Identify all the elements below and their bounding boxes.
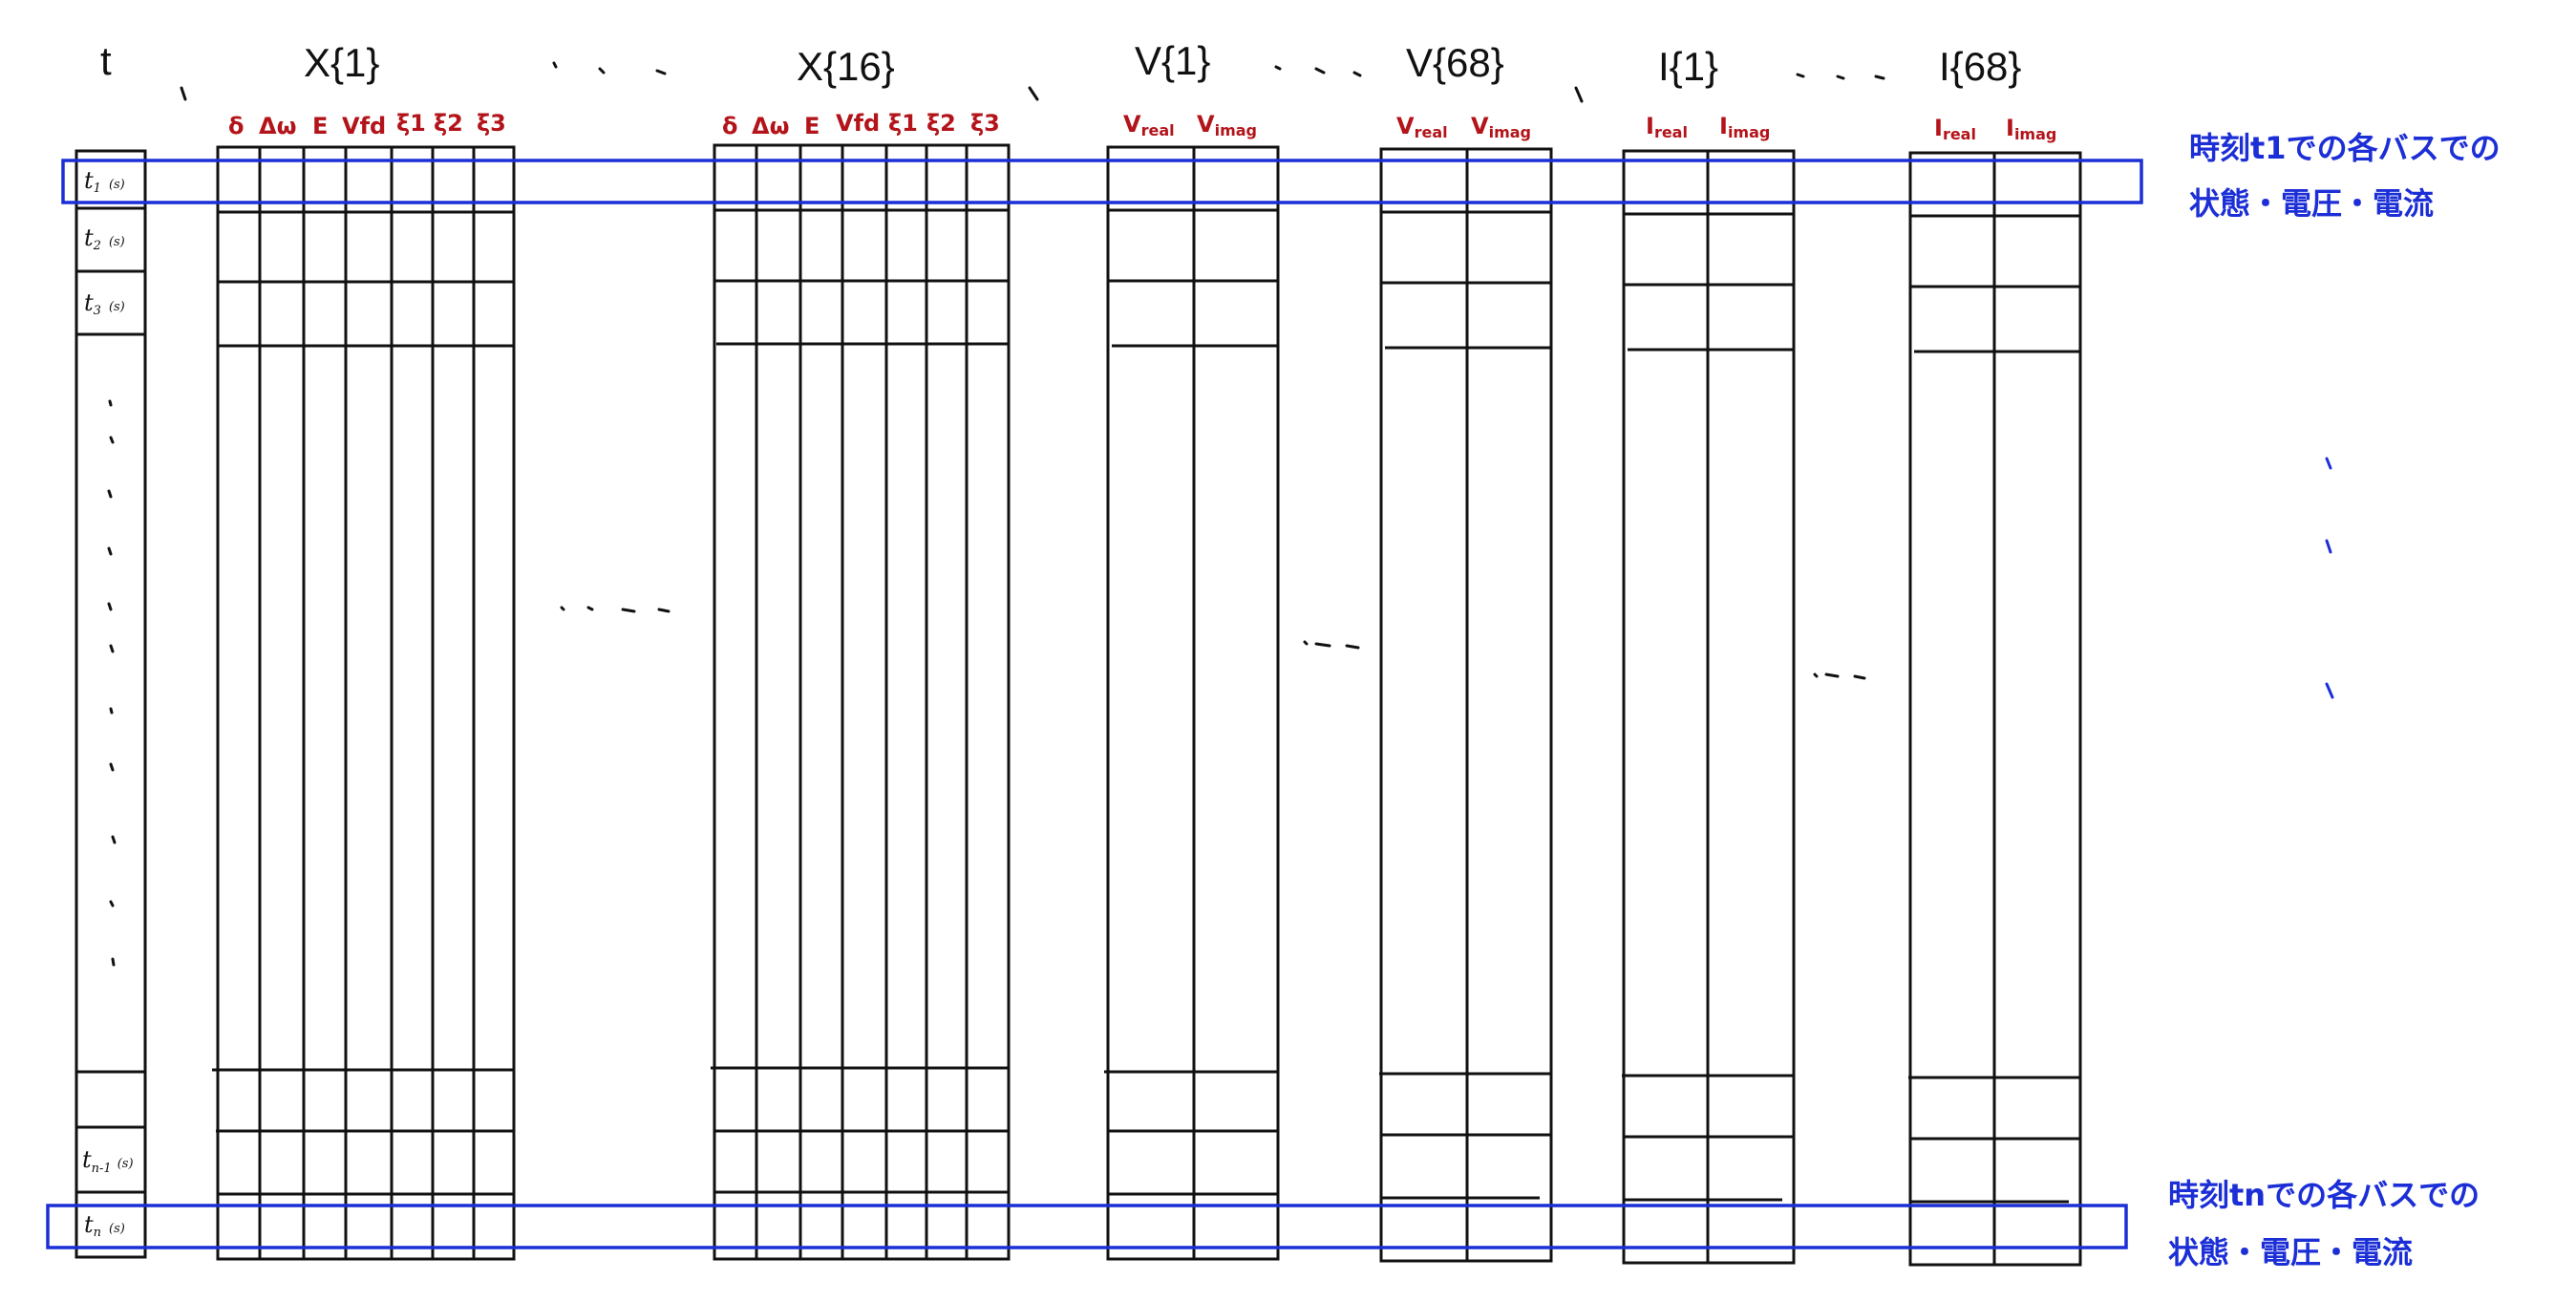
i68-real-label: Ireal <box>1934 115 1976 143</box>
header-t: t <box>100 38 112 83</box>
v-ellipsis <box>1303 640 1360 650</box>
table-i1 <box>1622 149 1796 1265</box>
time-label-t2: t2(s) <box>84 224 125 253</box>
time-label-t3: t3(s) <box>84 289 125 318</box>
x1-label-e: E <box>312 113 328 139</box>
x16-state-labels: δ Δω E Vfd ξ1 ξ2 ξ3 <box>722 110 1000 139</box>
x16-label-domega: Δω <box>752 113 789 139</box>
x16-label-vfd: Vfd <box>836 110 880 137</box>
i68-labels: Ireal Iimag <box>1934 115 2056 143</box>
header-separators <box>180 61 1885 103</box>
table-v1 <box>1104 145 1280 1261</box>
annotation-top-line1: 時刻t1での各バスでの <box>2189 130 2501 166</box>
time-ellipsis-dots <box>107 399 117 967</box>
v68-imag-label: Vimag <box>1471 113 1531 141</box>
i1-imag-label: Iimag <box>1719 113 1770 141</box>
v68-labels: Vreal Vimag <box>1396 113 1531 141</box>
header-x16: X{16} <box>797 44 895 89</box>
time-column <box>75 149 147 1259</box>
table-x16 <box>711 143 1011 1261</box>
x1-state-labels: δ Δω E Vfd ξ1 ξ2 ξ3 <box>228 110 506 139</box>
i1-labels: Ireal Iimag <box>1646 113 1770 141</box>
time-label-tn: tn(s) <box>84 1211 125 1240</box>
x1-label-domega: Δω <box>259 113 296 139</box>
x1-label-xi2: ξ2 <box>434 110 463 137</box>
v1-labels: Vreal Vimag <box>1123 111 1257 139</box>
header-i1: I{1} <box>1658 44 1718 89</box>
v1-imag-label: Vimag <box>1197 111 1257 139</box>
annotation-bottom-line2: 状態・電圧・電流 <box>2168 1234 2413 1270</box>
right-ellipsis-dots <box>2325 457 2334 699</box>
table-v68 <box>1379 147 1553 1263</box>
x1-label-vfd: Vfd <box>342 113 386 139</box>
x1-label-xi1: ξ1 <box>396 110 426 137</box>
i-ellipsis <box>1813 672 1866 680</box>
table-i68 <box>1908 151 2082 1267</box>
i1-real-label: Ireal <box>1646 113 1688 141</box>
header-v68: V{68} <box>1406 40 1504 85</box>
time-label-t1: t1(s) <box>84 167 125 196</box>
i68-imag-label: Iimag <box>2006 115 2056 143</box>
highlight-row-t1 <box>61 159 2143 204</box>
header-v1: V{1} <box>1135 38 1210 83</box>
annotation-bottom-line1: 時刻tnでの各バスでの <box>2168 1177 2480 1213</box>
highlight-row-tn <box>46 1204 2128 1249</box>
x16-label-xi2: ξ2 <box>926 110 956 137</box>
v1-real-label: Vreal <box>1123 111 1175 139</box>
header-x1: X{1} <box>304 40 379 85</box>
x16-label-xi3: ξ3 <box>970 110 1000 137</box>
x-ellipsis <box>560 606 671 613</box>
x1-label-xi3: ξ3 <box>477 110 506 137</box>
x16-label-delta: δ <box>722 113 738 139</box>
header-i68: I{68} <box>1939 44 2021 89</box>
table-x1 <box>212 145 516 1261</box>
v68-real-label: Vreal <box>1396 113 1448 141</box>
x16-label-xi1: ξ1 <box>888 110 918 137</box>
x1-label-delta: δ <box>228 113 245 139</box>
annotation-top-line2: 状態・電圧・電流 <box>2189 185 2434 222</box>
time-label-tn1: tn-1(s) <box>82 1146 134 1176</box>
x16-label-e: E <box>804 113 820 139</box>
